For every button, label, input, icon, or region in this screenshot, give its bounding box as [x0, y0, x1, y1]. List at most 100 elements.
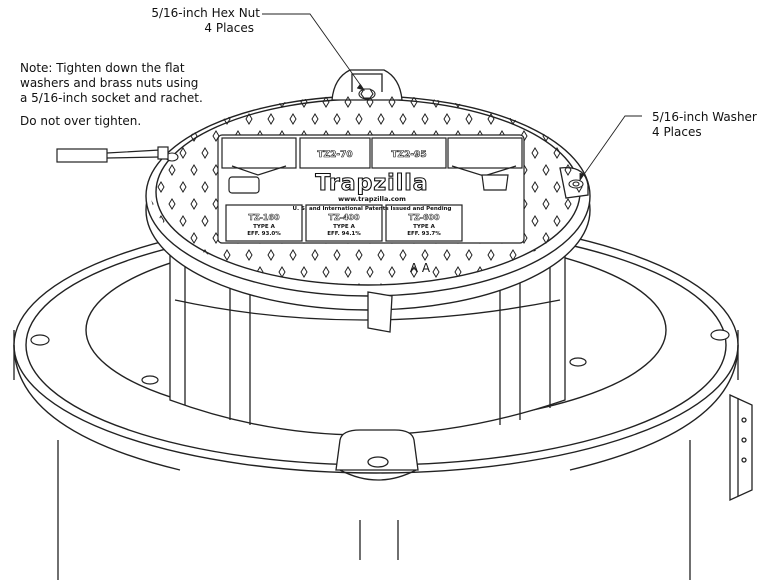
model-tz-400-type: TYPE A: [333, 224, 355, 230]
tread-diamond: [168, 198, 176, 210]
tread-diamond: [366, 96, 374, 108]
tread-diamond: [377, 113, 385, 125]
tread-diamond: [553, 181, 561, 193]
tread-diamond: [289, 249, 297, 261]
brand-name: Trapzilla: [315, 171, 428, 196]
note-line3: a 5/16-inch socket and rachet.: [20, 91, 203, 105]
tread-diamond: [443, 249, 451, 261]
tread-diamond: [322, 266, 330, 278]
tread-diamond: [476, 96, 484, 108]
tread-diamond: [234, 96, 242, 108]
tread-diamond: [157, 181, 165, 193]
tread-diamond: [531, 147, 539, 159]
washer-callout: 5/16-inch Washer 4 Places: [652, 110, 757, 140]
tread-diamond: [150, 198, 154, 210]
model-tz-160-eff: EFF. 93.0%: [247, 231, 281, 237]
socket-wrench-icon: [56, 146, 169, 163]
tread-diamond: [564, 198, 572, 210]
tread-diamond: [575, 113, 583, 125]
tread-diamond: [542, 96, 550, 108]
tread-diamond: [355, 113, 363, 125]
arrow-marks: A A: [410, 261, 431, 275]
tread-diamond: [377, 249, 385, 261]
washer-icon: [568, 179, 584, 189]
tread-diamond: [542, 164, 550, 176]
lid-tabs: [331, 69, 589, 333]
tread-diamond: [564, 130, 572, 142]
hex-nut-callout: 5/16-inch Hex Nut 4 Places: [150, 6, 260, 36]
brand-website: www.trapzilla.com: [338, 195, 406, 203]
tread-diamond: [322, 96, 330, 108]
tread-diamond: [300, 266, 308, 278]
brand-emblems: [228, 174, 509, 194]
model-tz2-95: TZ2-95: [391, 150, 426, 160]
tread-diamond: [179, 147, 187, 159]
tread-diamond: [190, 232, 198, 244]
note-line4: Do not over tighten.: [20, 114, 142, 128]
tread-diamond: [399, 113, 407, 125]
tread-diamond: [575, 147, 583, 159]
lid-text: Trapzilla www.trapzilla.com U. S. and In…: [247, 150, 451, 275]
tread-diamond: [531, 181, 539, 193]
tread-diamond: [201, 215, 209, 227]
tread-diamond: [421, 249, 429, 261]
model-tz-400-eff: EFF. 94.1%: [327, 231, 361, 237]
tread-diamond: [509, 249, 517, 261]
model-tz-400: TZ-400: [328, 213, 360, 222]
washer-callout-line1: 5/16-inch Washer: [652, 110, 757, 124]
hex-nut-callout-line2: 4 Places: [204, 21, 254, 35]
tread-diamond: [311, 113, 319, 125]
tread-diamond: [487, 113, 495, 125]
tread-diamond: [553, 147, 561, 159]
tread-diamond: [542, 232, 550, 244]
model-tz-600-type: TYPE A: [413, 224, 435, 230]
model-tz-600-eff: EFF. 93.7%: [407, 231, 441, 237]
tread-diamond: [179, 181, 187, 193]
front-tab: [335, 429, 419, 560]
tread-diamond: [531, 113, 539, 125]
tread-diamond: [388, 96, 396, 108]
tread-diamond: [311, 249, 319, 261]
hex-nut-icon: [358, 88, 376, 100]
side-port: [729, 393, 753, 502]
tread-diamond: [443, 113, 451, 125]
tread-diamond: [223, 249, 231, 261]
hex-nut-callout-line1: 5/16-inch Hex Nut: [151, 6, 260, 20]
tread-diamond: [179, 215, 187, 227]
tread-diamond: [344, 96, 352, 108]
tread-diamond: [564, 96, 572, 108]
tread-diamond: [201, 181, 209, 193]
tread-diamond: [399, 249, 407, 261]
tread-diamond: [410, 96, 418, 108]
tread-diamond: [432, 96, 440, 108]
note-line1: Note: Tighten down the flat: [20, 61, 185, 75]
tread-diamond: [553, 215, 561, 227]
tread-diamond: [168, 164, 176, 176]
tread-diamond: [190, 198, 198, 210]
tread-diamond: [245, 249, 253, 261]
tread-diamond: [267, 249, 275, 261]
tread-diamond: [410, 266, 418, 278]
flange-holes: [30, 329, 730, 385]
tread-diamond: [366, 266, 374, 278]
tread-diamond: [498, 96, 506, 108]
model-tz2-70: TZ2-70: [317, 150, 352, 160]
tread-diamond: [421, 113, 429, 125]
tread-diamond: [333, 113, 341, 125]
tread-diamond: [465, 113, 473, 125]
tread-diamond: [150, 130, 154, 142]
tread-diamond: [564, 164, 572, 176]
tread-diamond: [256, 96, 264, 108]
tread-diamond: [300, 96, 308, 108]
tread-diamond: [289, 113, 297, 125]
lid-plates: [217, 134, 525, 244]
tread-diamond: [333, 249, 341, 261]
tread-diamond: [245, 113, 253, 125]
tread-diamond: [542, 198, 550, 210]
tread-diamond: [190, 164, 198, 176]
model-tz-600: TZ-600: [408, 213, 440, 222]
note-block: Note: Tighten down the flat washers and …: [20, 61, 203, 129]
tread-diamond: [190, 130, 198, 142]
note-line2: washers and brass nuts using: [20, 76, 199, 90]
